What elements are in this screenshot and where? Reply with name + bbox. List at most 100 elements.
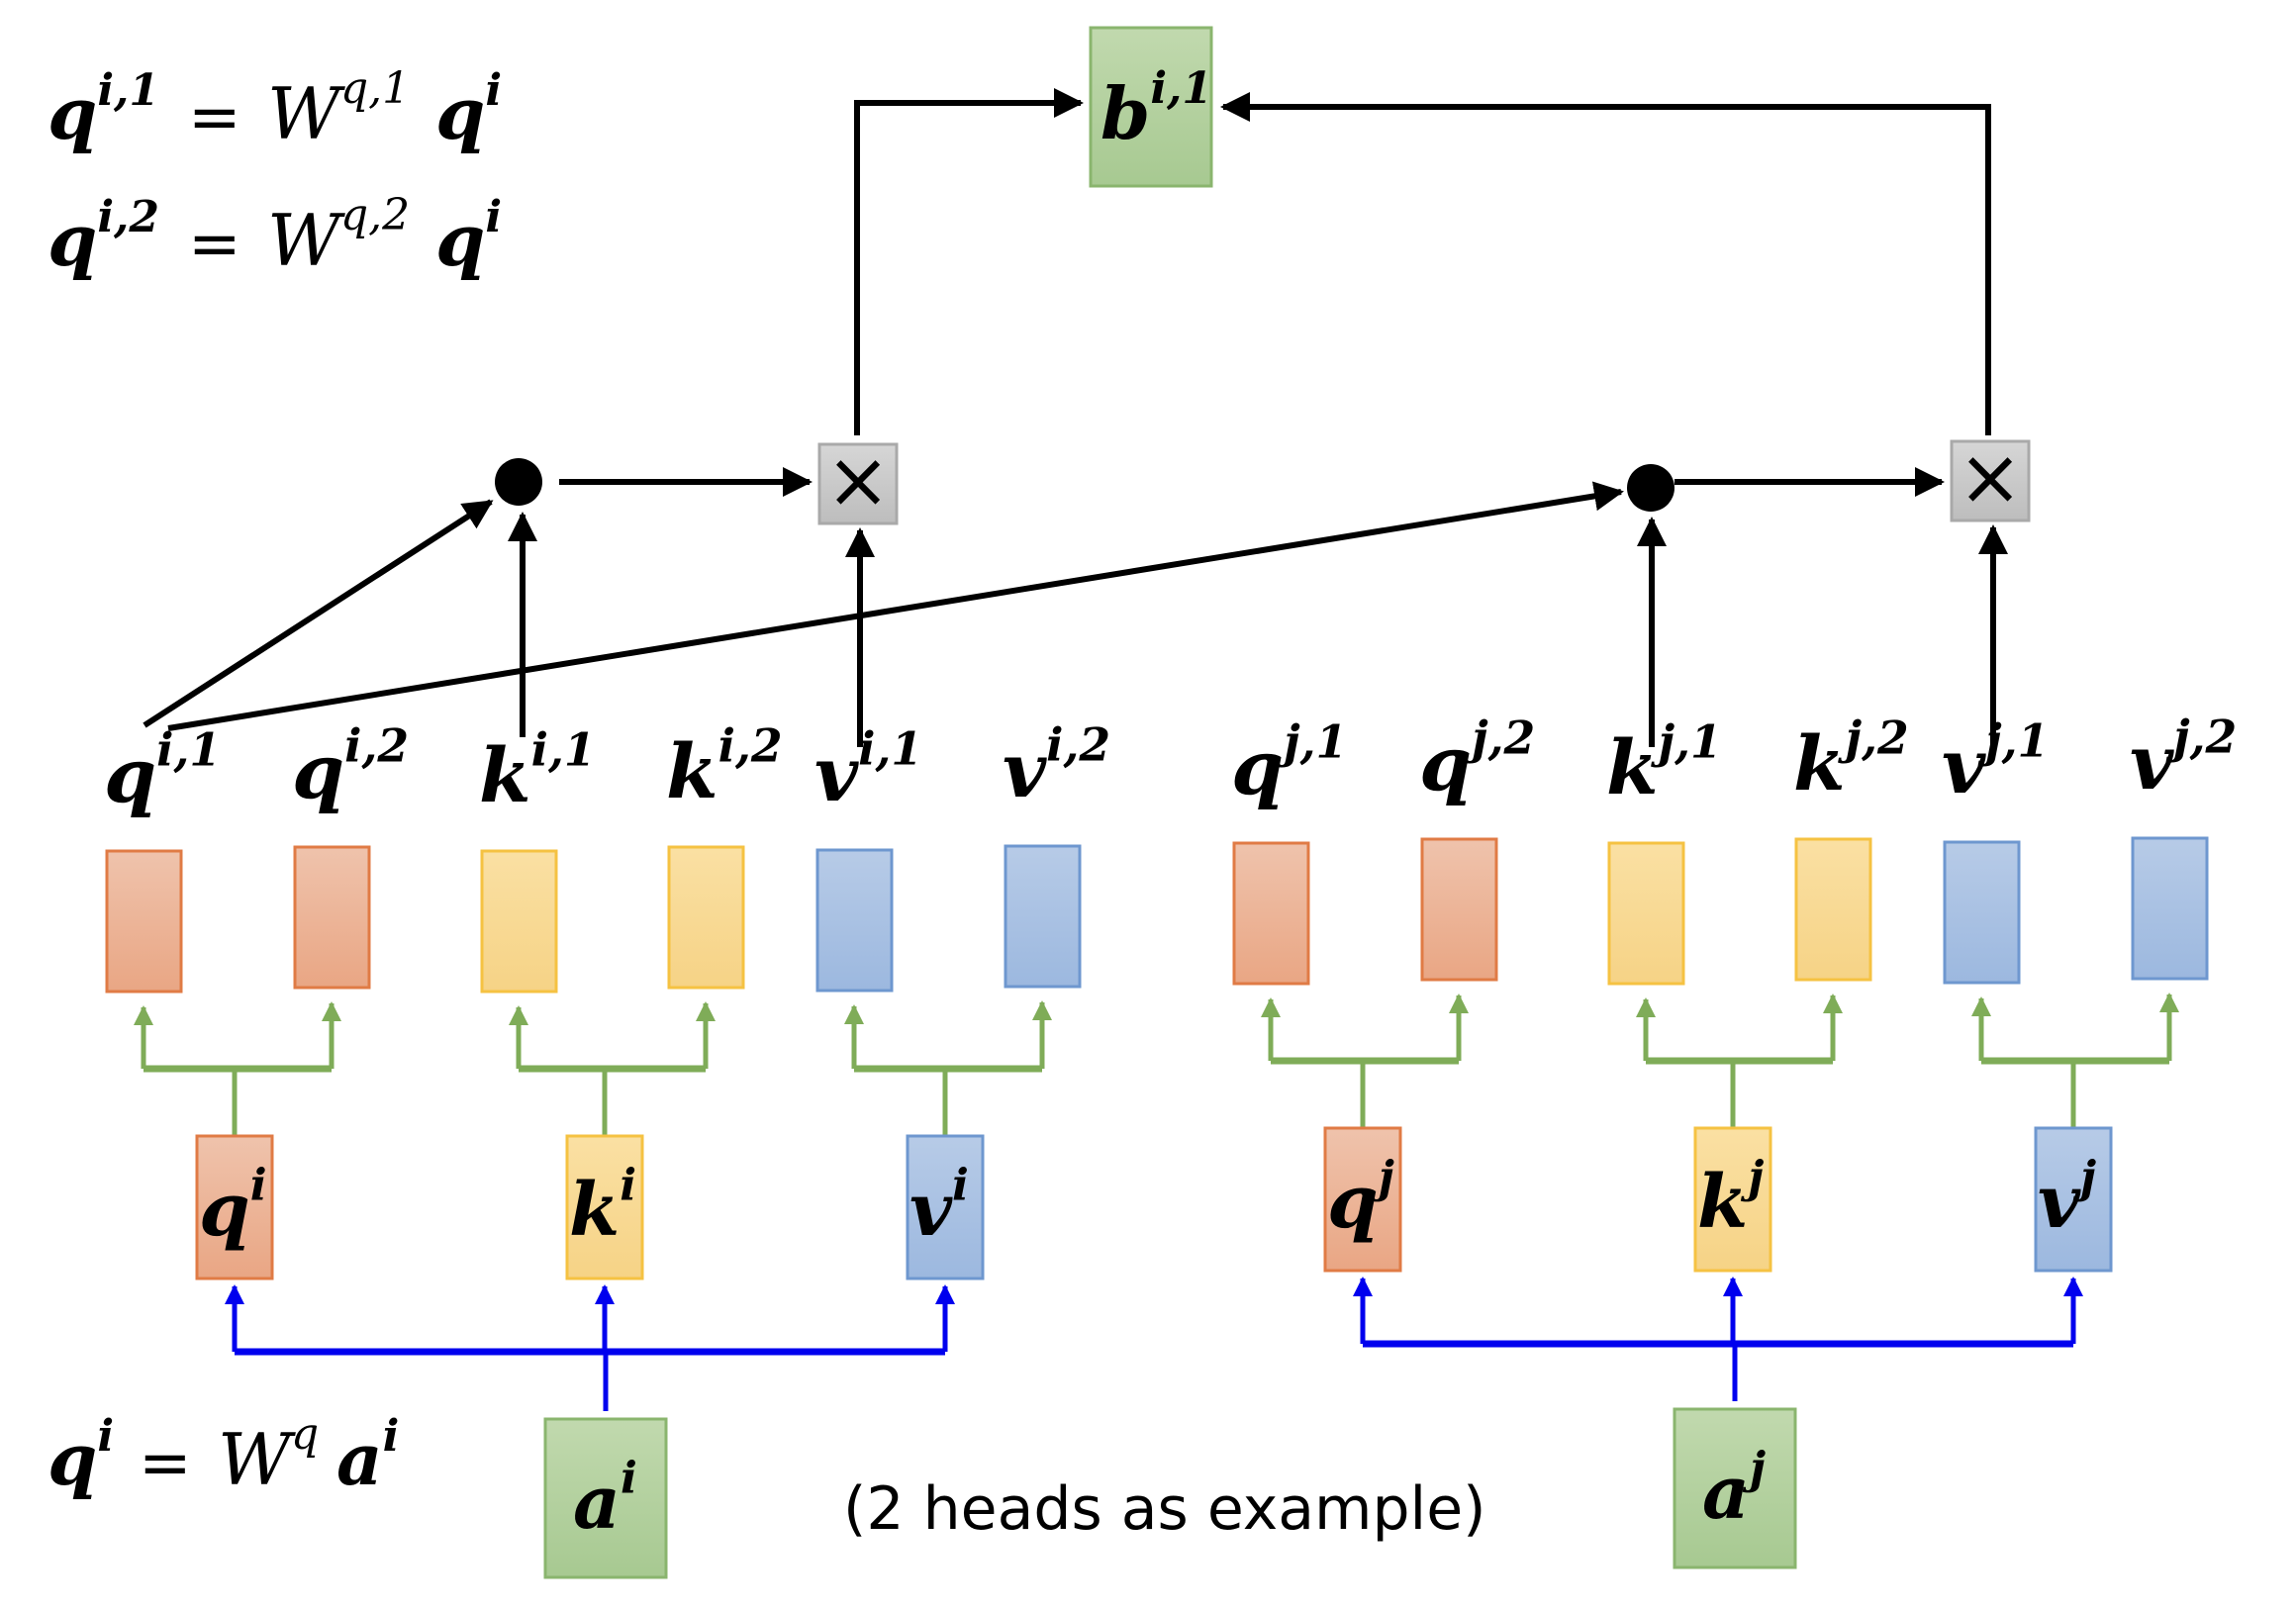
multiply-node-2: ×	[1950, 433, 2031, 522]
eq2-equals: =	[188, 208, 241, 281]
input-label-j: aj	[1702, 1442, 1766, 1536]
svg-text:Wq,1: Wq,1	[267, 63, 410, 155]
head-label-k-i-1: ki,1	[479, 723, 596, 819]
svg-text:qi,1: qi,1	[48, 65, 159, 155]
head-label-k-i-2-sup: i,2	[718, 719, 783, 773]
eq1-rhs: q	[435, 71, 485, 155]
head-label-v-j-1-base: v	[1942, 722, 1986, 810]
head-label-q-i-1-sup: i,1	[156, 723, 221, 777]
arrow-qi1-to-dot1	[143, 499, 494, 728]
input-box-a-j	[1673, 1407, 1797, 1569]
box-v-j	[2034, 1126, 2113, 1273]
eq2-lhs-sup: i,2	[97, 192, 159, 242]
svg-text:Wq: Wq	[218, 1409, 319, 1501]
eq3-rhs-sup: i	[383, 1411, 400, 1462]
arrow-mult2-to-output	[1220, 92, 1991, 435]
head-box-q-j-1	[1232, 841, 1310, 986]
label-q-i-sup: i	[250, 1159, 267, 1210]
head-label-k-j-2-base: k	[1793, 719, 1846, 807]
label-k-i: ki	[569, 1159, 636, 1253]
eq1-lhs: q	[48, 71, 97, 155]
eq1-w: W	[267, 72, 345, 155]
input-label-i-base: a	[573, 1461, 621, 1546]
eq1-lhs-sup: i,1	[97, 65, 159, 116]
head-label-q-i-2-base: q	[292, 727, 344, 815]
arrow-mult1-to-output	[854, 88, 1084, 435]
label-q-i-base: q	[199, 1168, 250, 1253]
svg-text:Wq,2: Wq,2	[267, 190, 410, 282]
head-label-v-j-1: vj,1	[1942, 714, 2049, 810]
svg-text:qi: qi	[48, 1411, 114, 1501]
label-q-j-base: q	[1327, 1160, 1379, 1245]
eq2-rhs: q	[435, 198, 485, 282]
svg-text:qi: qi	[435, 65, 502, 155]
head-label-k-j-1: kj,1	[1606, 715, 1722, 811]
note-label: (2 heads as example)	[843, 1474, 1486, 1544]
eq1-equals: =	[188, 81, 241, 154]
equation-projection: qi = Wq ai	[48, 1409, 399, 1501]
head-label-v-i-2-base: v	[1003, 726, 1047, 814]
head-label-k-j-2-sup: j,2	[1838, 711, 1909, 765]
head-label-v-j-2-sup: j,2	[2165, 711, 2237, 764]
eq3-w-sup: q	[291, 1409, 319, 1460]
label-q-j: qj	[1327, 1151, 1394, 1245]
head-label-k-i-2-base: k	[666, 727, 718, 815]
input-box-a-i	[543, 1417, 668, 1579]
head-label-q-i-2-sup: i,2	[344, 719, 409, 773]
svg-text:ai: ai	[336, 1411, 399, 1501]
input-label-i: ai	[573, 1452, 637, 1546]
head-label-q-i-1: qi,1	[104, 723, 221, 819]
input-label-i-sup: i	[621, 1452, 637, 1503]
arrow-qi1-to-dot2	[167, 481, 1624, 731]
eq2-rhs-sup: i	[485, 192, 502, 242]
head-box-k-i-1	[480, 849, 558, 994]
head-label-k-j-2: kj,2	[1793, 711, 1909, 807]
eq3-lhs-sup: i	[97, 1411, 114, 1462]
label-v-i-base: v	[909, 1168, 953, 1253]
head-label-k-j-1-sup: j,1	[1651, 715, 1722, 769]
eq2-w-sup: q,2	[340, 190, 410, 240]
equation-head-1: qi,1 = Wq,1 qi	[48, 63, 502, 155]
eq3-rhs: a	[336, 1417, 383, 1501]
head-label-v-j-1-sup: j,1	[1977, 714, 2049, 768]
head-label-v-i-2-sup: i,2	[1046, 718, 1110, 772]
label-v-j: vj	[2038, 1151, 2096, 1245]
head-label-q-j-1-base: q	[1231, 723, 1284, 811]
svg-text:qi,2: qi,2	[48, 192, 159, 282]
input-label-j-base: a	[1702, 1451, 1750, 1536]
svg-text:bi,1: bi,1	[1100, 63, 1212, 155]
head-label-q-j-1-sup: j,1	[1276, 715, 1347, 769]
dot-product-node-2	[1627, 464, 1674, 512]
eq3-equals: =	[139, 1427, 192, 1500]
eq3-lhs: q	[48, 1417, 97, 1501]
box-k-j	[1693, 1126, 1772, 1273]
head-label-v-i-2: vi,2	[1003, 718, 1110, 814]
head-label-k-j-1-base: k	[1606, 723, 1659, 811]
eq1-w-sup: q,1	[340, 63, 410, 114]
output-sup: i,1	[1150, 63, 1212, 114]
multiply-icon: ×	[1958, 433, 2022, 522]
label-k-j-base: k	[1697, 1160, 1748, 1245]
label-v-i: vi	[909, 1159, 969, 1253]
head-label-v-j-2: vj,2	[2130, 711, 2237, 806]
head-label-v-i-1-sup: i,1	[858, 722, 922, 776]
head-label-q-i-2: qi,2	[292, 719, 409, 815]
svg-text:qi: qi	[435, 192, 502, 282]
output-node: bi,1	[1089, 26, 1213, 188]
head-box-v-i-1	[815, 848, 894, 993]
multiply-icon: ×	[825, 436, 890, 525]
label-k-j: kj	[1697, 1151, 1764, 1245]
head-label-v-i-1: vi,1	[814, 722, 922, 818]
output-base: b	[1100, 71, 1150, 155]
head-label-v-j-2-base: v	[2130, 718, 2174, 806]
head-box-q-i-2	[293, 845, 371, 990]
head-box-v-j-1	[1943, 840, 2021, 985]
head-box-k-j-1	[1607, 841, 1685, 986]
label-k-i-base: k	[569, 1168, 620, 1253]
eq1-rhs-sup: i	[485, 65, 502, 116]
head-box-v-i-2	[1004, 844, 1082, 989]
label-q-i: qi	[199, 1159, 267, 1253]
